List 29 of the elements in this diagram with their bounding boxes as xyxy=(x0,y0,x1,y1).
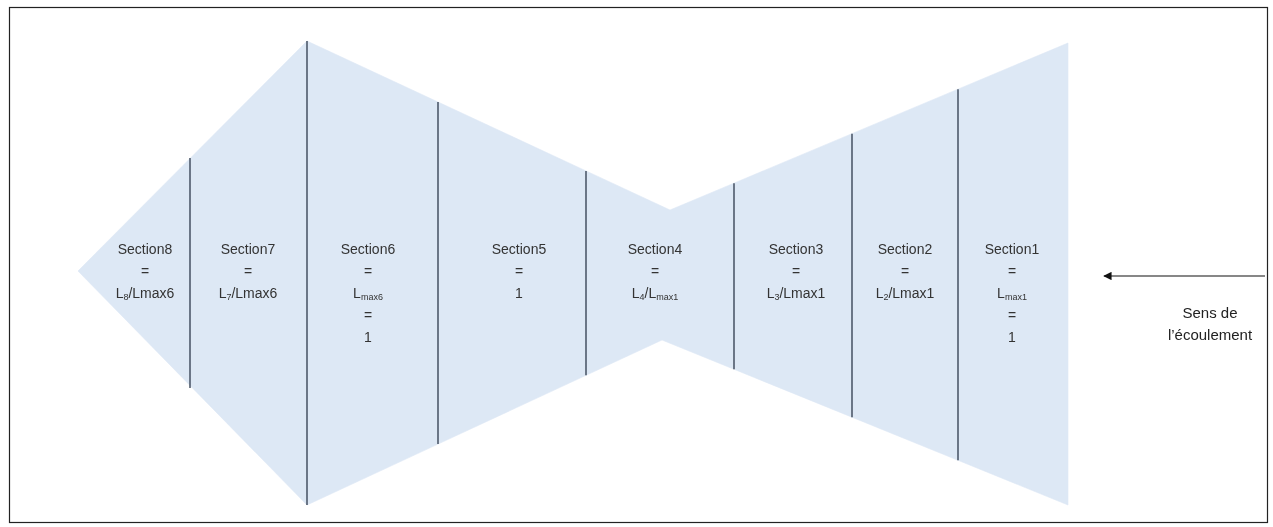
ratio-formula: L$_{7}$/Lmax6 xyxy=(218,285,278,304)
ratio-formula: L$_{8}$/Lmax6 xyxy=(115,285,175,304)
section-label: Section7 xyxy=(220,241,276,257)
section-label: Section5 xyxy=(491,241,547,257)
ratio-formula: L$_{3}$/Lmax1 xyxy=(766,285,826,304)
section-label: Section3 xyxy=(768,241,824,257)
ratio-formula: L$_{max6}$ xyxy=(353,285,383,304)
equals-sign: = xyxy=(140,263,150,279)
section-label: Section6 xyxy=(340,241,396,257)
equals-sign: = xyxy=(1007,307,1017,323)
equals-sign: = xyxy=(1007,263,1017,279)
equals-sign: = xyxy=(514,263,524,279)
ratio-formula: L$_{4}$/L$_{max1}$ xyxy=(631,285,679,304)
section-label: Section4 xyxy=(627,241,683,257)
value-label: 1 xyxy=(1008,329,1016,345)
equals-sign: = xyxy=(363,263,373,279)
value-label: 1 xyxy=(364,329,372,345)
section-label: Section1 xyxy=(984,241,1040,257)
flow-direction-label: Sens de l’écoulement xyxy=(1167,304,1253,343)
equals-sign: = xyxy=(363,307,373,323)
equals-sign: = xyxy=(791,263,801,279)
ratio-formula: 1 xyxy=(515,285,523,301)
equals-sign: = xyxy=(243,263,253,279)
ratio-formula: L$_{2}$/Lmax1 xyxy=(875,285,935,304)
ratio-formula: L$_{max1}$ xyxy=(997,285,1027,304)
equals-sign: = xyxy=(900,263,910,279)
equals-sign: = xyxy=(650,263,660,279)
section-label: Section2 xyxy=(877,241,933,257)
section-label: Section8 xyxy=(117,241,173,257)
